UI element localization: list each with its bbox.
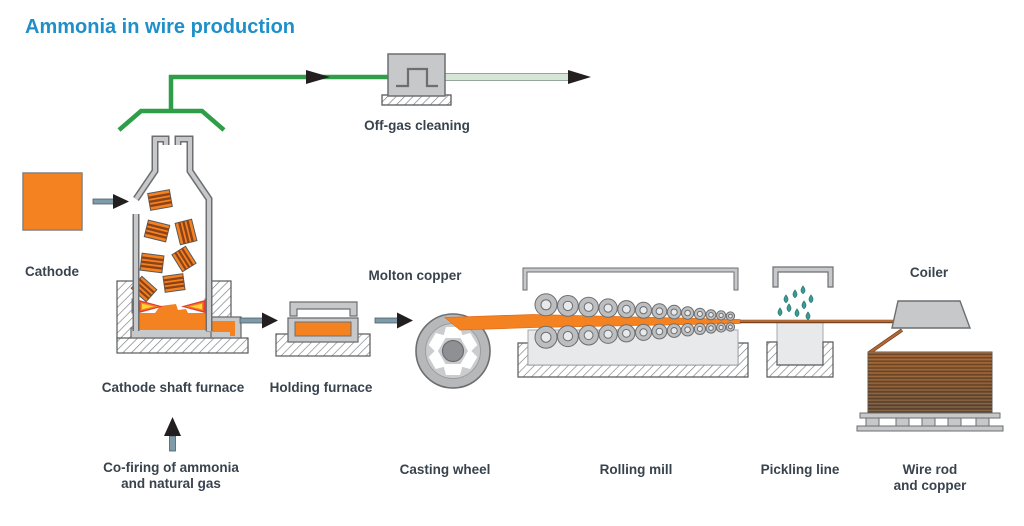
furnace-hood xyxy=(117,108,226,132)
pallet xyxy=(856,412,1004,432)
arrow-shaft xyxy=(169,435,176,452)
pickling-tub xyxy=(766,341,834,378)
cathode-input: Cathode xyxy=(22,172,129,279)
copper-strip xyxy=(443,314,741,331)
cathode-label: Cathode xyxy=(25,264,79,279)
green-gas-pipe xyxy=(168,74,388,111)
refractory-base xyxy=(116,337,249,354)
furnace-shell xyxy=(132,135,213,331)
molten-copper-label: Molton copper xyxy=(369,268,463,283)
clean-gas-pipe xyxy=(444,73,574,81)
off-gas-label: Off-gas cleaning xyxy=(364,118,470,133)
coiler-head xyxy=(891,300,972,329)
page-title: Ammonia in wire production xyxy=(25,16,295,38)
arrow-shaft xyxy=(239,317,264,324)
pickling-line-label: Pickling line xyxy=(761,462,840,477)
coiler-label: Coiler xyxy=(910,265,949,280)
wire-rod-coil xyxy=(867,351,993,414)
wheel-spoke-cutouts xyxy=(428,327,478,375)
roller-row-top xyxy=(534,293,736,321)
cathode-shaft-furnace: Cathode shaft furnace xyxy=(102,135,249,395)
filter-symbol-icon xyxy=(396,67,438,88)
flow-arrow-icon xyxy=(262,312,278,329)
casting-wheel-label: Casting wheel xyxy=(400,462,491,477)
roller-row-bottom xyxy=(534,322,736,349)
wire-rod-label-line1: Wire rod xyxy=(903,462,958,477)
flame-right-icon xyxy=(181,300,205,313)
molten-copper-bath xyxy=(294,321,352,337)
cleaning-box xyxy=(387,53,446,97)
flow-arrow-icon xyxy=(113,194,129,209)
mill-frame xyxy=(522,267,739,291)
cathode-block xyxy=(22,172,83,231)
co-firing-input: Co-firing of ammonia and natural gas xyxy=(103,417,239,491)
arrow-shaft xyxy=(92,198,115,205)
wheel-hub xyxy=(441,339,465,363)
molten-copper-pool xyxy=(136,304,208,330)
molten-copper-tap xyxy=(206,321,235,332)
co-firing-label-line2: and natural gas xyxy=(121,476,221,491)
shaft-furnace-label: Cathode shaft furnace xyxy=(102,380,245,395)
casting-wheel: Casting wheel xyxy=(400,313,491,477)
water-droplets xyxy=(777,285,814,321)
arrow-shaft xyxy=(374,317,399,324)
furnace-lid xyxy=(289,301,358,317)
flow-arrow-icon xyxy=(397,312,413,329)
rolling-mill: Rolling mill xyxy=(517,267,749,477)
molten-copper-spout xyxy=(230,330,235,336)
pickling-line: Pickling line xyxy=(761,266,840,477)
pickling-tank xyxy=(776,320,824,366)
copper-wire-line xyxy=(740,319,904,355)
off-gas-duct xyxy=(117,70,388,132)
wire-rod-label-line2: and copper xyxy=(894,478,968,493)
holding-furnace-label: Holding furnace xyxy=(270,380,373,395)
cathode-bundles xyxy=(130,189,198,303)
flow-arrow-icon xyxy=(568,70,591,84)
rolling-mill-label: Rolling mill xyxy=(600,462,673,477)
up-arrow-icon xyxy=(164,417,181,436)
flow-arrow-icon xyxy=(306,70,330,84)
holding-furnace: Holding furnace xyxy=(239,301,373,395)
co-firing-label-line1: Co-firing of ammonia xyxy=(103,460,239,475)
flame-left-icon xyxy=(139,300,163,313)
spray-header xyxy=(772,266,834,288)
molten-copper-transfer: Molton copper xyxy=(369,268,463,329)
coiler-station: Coiler Wire rod and copper xyxy=(856,265,1004,493)
off-gas-cleaning-unit: Off-gas cleaning xyxy=(364,53,591,133)
